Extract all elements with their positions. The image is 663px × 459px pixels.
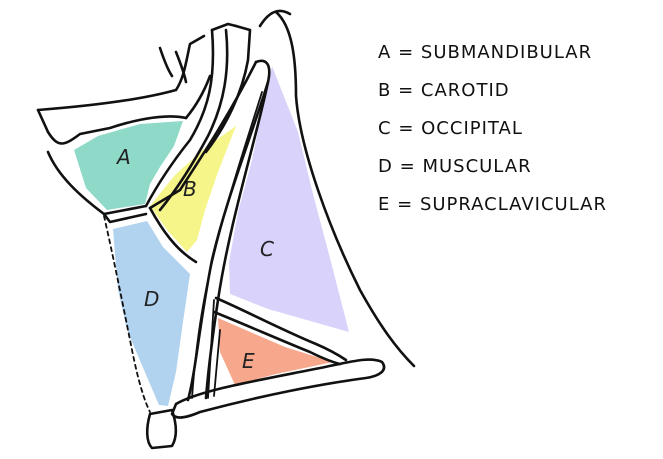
region-b-carotid: [150, 126, 236, 252]
region-e-supraclavicular: [218, 318, 333, 385]
legend-item-c: C = OCCIPITAL: [378, 110, 648, 148]
legend: A = SUBMANDIBULAR B = CAROTID C = OCCIPI…: [378, 34, 648, 224]
legend-name: MUSCULAR: [422, 156, 532, 177]
region-d-label: D: [144, 287, 159, 311]
region-c-label: C: [260, 237, 274, 261]
region-a-label: A: [115, 145, 131, 169]
midline-outline: [103, 215, 178, 450]
legend-separator: =: [399, 156, 416, 177]
sternocleidomastoid-outline: [148, 59, 271, 402]
region-c-occipital: [229, 66, 349, 332]
legend-name: OCCIPITAL: [421, 118, 523, 139]
posterior-neck-outline: [258, 9, 416, 368]
legend-item-e: E = SUPRACLAVICULAR: [378, 186, 648, 224]
legend-name: SUBMANDIBULAR: [420, 42, 593, 63]
legend-item-b: B = CAROTID: [378, 72, 648, 110]
legend-separator: =: [398, 80, 415, 101]
legend-name: SUPRACLAVICULAR: [419, 194, 607, 215]
legend-separator: =: [398, 118, 415, 139]
clavicle-outline: [170, 358, 386, 419]
region-d-muscular: [113, 221, 190, 406]
legend-letter: A: [378, 42, 392, 63]
legend-separator: =: [397, 194, 414, 215]
legend-letter: C: [378, 118, 392, 139]
region-a-submandibular: [74, 121, 183, 210]
legend-letter: D: [378, 156, 393, 177]
legend-letter: B: [378, 80, 392, 101]
legend-item-a: A = SUBMANDIBULAR: [378, 34, 648, 72]
legend-name: CAROTID: [420, 80, 510, 101]
mandible-outline: [36, 34, 212, 224]
omohyoid-outline: [212, 296, 348, 366]
legend-separator: =: [398, 42, 415, 63]
legend-letter: E: [378, 194, 391, 215]
legend-item-d: D = MUSCULAR: [378, 148, 648, 186]
region-e-label: E: [242, 349, 255, 373]
region-b-label: B: [183, 177, 197, 201]
